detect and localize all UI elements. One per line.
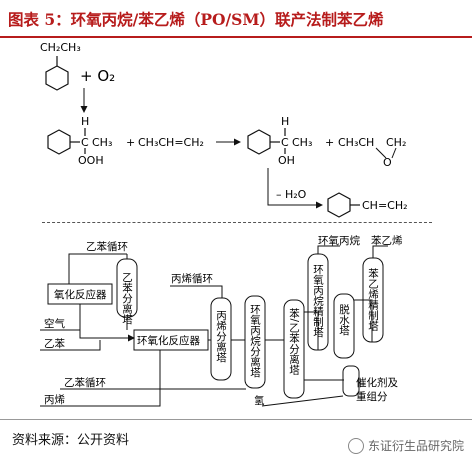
- label-eb-recycle-bottom: 乙苯循环: [64, 376, 106, 389]
- h2-label: H: [281, 115, 289, 128]
- column-labels: 乙苯分离塔 丙烯分离塔 环氧丙烷分离塔 苯/乙苯分离塔 环氧丙烷精制塔 脱水塔 …: [121, 264, 379, 378]
- flow-labels: 乙苯循环 丙烯循环 环氧丙烷 苯乙烯 氧化反应器 环氧化反应器 空气 乙苯 乙苯…: [44, 234, 403, 407]
- section-divider: [42, 222, 432, 223]
- ch3-2-label: CH₃: [292, 136, 312, 149]
- line-c4-c5: [304, 311, 319, 350]
- figure-title: 图表 5：环氧丙烷/苯乙烯（PO/SM）联产法制苯乙烯: [8, 10, 384, 29]
- column-dehydration: [333, 293, 355, 359]
- label-col-po-refine: 环氧丙烷精制塔: [312, 264, 324, 338]
- styrene-formula: CH=CH₂: [362, 199, 408, 212]
- epoxide-ring: [375, 147, 397, 159]
- styrene-ring: [327, 192, 360, 218]
- footer-rule: [0, 419, 472, 420]
- ethyl-group-label: CH₂CH₃: [40, 41, 81, 54]
- epoxide-o: O: [383, 156, 392, 169]
- propene-formula: CH₃CH=CH₂: [138, 136, 204, 149]
- line-hydrogen: [261, 395, 344, 407]
- column-benzene-sep: [283, 299, 305, 399]
- line-ethylbenzene: [40, 340, 101, 351]
- phenylethanol-ring: [247, 128, 286, 155]
- propylene-oxide-ch2: CH₂: [386, 136, 406, 149]
- flow-sheet: [40, 245, 388, 407]
- arrow-dehydration: [267, 168, 323, 209]
- title-bar: 图表 5：环氧丙烷/苯乙烯（PO/SM）联产法制苯乙烯: [0, 0, 472, 40]
- process-diagram: CH₂CH₃ + O₂ H C CH₃ OOH + CH₃CH=CH₂ H C …: [40, 41, 408, 407]
- line-propene-recycle: [170, 285, 223, 298]
- reaction-scheme: CH₂CH₃ + O₂ H C CH₃ OOH + CH₃CH=CH₂ H C …: [40, 41, 408, 218]
- plus-oxygen: + O₂: [80, 67, 115, 85]
- label-oxidation-reactor: 氧化反应器: [54, 288, 107, 301]
- label-po-product: 环氧丙烷: [318, 234, 360, 247]
- line-ox-to-epox: [79, 304, 135, 342]
- line-eb-recycle-top: [68, 253, 112, 284]
- label-propene-recycle: 丙烯循环: [171, 272, 213, 285]
- ch3-label: CH₃: [92, 136, 112, 149]
- catalyst-drum: [342, 365, 360, 397]
- label-col-po-sep: 环氧丙烷分离塔: [249, 304, 261, 378]
- oh-label: OH: [278, 154, 295, 167]
- ethylbenzene-ring: [45, 56, 69, 91]
- label-catalyst-2: 重组分: [356, 390, 388, 403]
- line-sm-product: [372, 245, 388, 258]
- column-po-sep: [244, 295, 266, 389]
- title-rule: [0, 36, 472, 38]
- label-col-sm-refine: 苯乙烯精制塔: [367, 267, 379, 332]
- wechat-icon: [347, 437, 364, 454]
- watermark: 东证衍生品研究院: [347, 437, 464, 454]
- label-sm-product: 苯乙烯: [371, 234, 403, 247]
- label-eb-recycle-top: 乙苯循环: [86, 240, 128, 253]
- plus-2: +: [325, 136, 334, 149]
- line-dehyd-sm: [354, 299, 373, 342]
- label-col-propene-sep: 丙烯分离塔: [215, 310, 227, 363]
- label-catalyst-1: 催化剂及: [356, 376, 398, 389]
- c-label: C: [81, 136, 89, 149]
- hydroperoxide-ring: [47, 128, 86, 155]
- ooh-label: OOH: [78, 154, 104, 167]
- watermark-text: 东证衍生品研究院: [367, 439, 464, 453]
- propylene-oxide-ch: CH₃CH: [338, 136, 374, 149]
- source-note: 资料来源：公开资料: [12, 433, 130, 448]
- line-propene-feed: [40, 350, 161, 407]
- label-air: 空气: [44, 317, 65, 330]
- label-propene: 丙烯: [44, 393, 65, 406]
- h-label: H: [81, 115, 89, 128]
- minus-water: – H₂O: [276, 188, 307, 201]
- label-col-dehydration: 脱水塔: [338, 303, 350, 336]
- plus-1: +: [126, 136, 135, 149]
- line-po-product: [317, 245, 340, 254]
- label-epox-reactor: 环氧化反应器: [137, 334, 200, 347]
- column-propene-sep: [210, 297, 232, 381]
- label-ethylbenzene: 乙苯: [44, 337, 65, 350]
- label-col-benzene-sep: 苯/乙苯分离塔: [288, 307, 300, 375]
- c2-label: C: [281, 136, 289, 149]
- label-col-eb-sep: 乙苯分离塔: [121, 272, 133, 325]
- label-hydrogen: 氢: [254, 394, 265, 407]
